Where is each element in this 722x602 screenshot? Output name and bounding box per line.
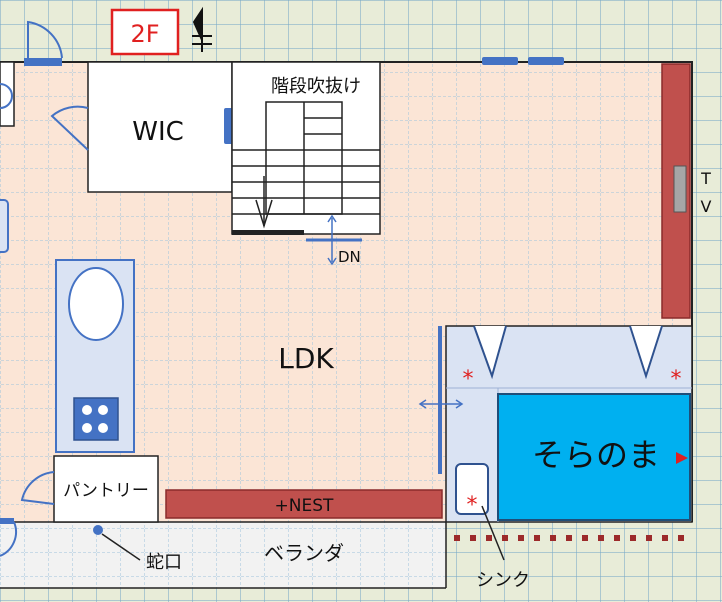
- veranda-door-icon: [0, 521, 17, 557]
- left-room: [0, 61, 15, 253]
- floor-label: 2F: [130, 20, 159, 48]
- veranda-floor: [0, 521, 447, 589]
- sink-fixture-icon: [455, 463, 489, 515]
- faucet-icon: [93, 525, 103, 535]
- outlet-marker-icon: *: [671, 367, 682, 392]
- stairs-down-indicator: DN: [306, 214, 362, 266]
- stove-icon: [73, 397, 119, 441]
- wic-swing-door-icon: [50, 105, 89, 151]
- stair-void-label: 階段吹抜け: [271, 76, 361, 97]
- wic-label: WIC: [132, 117, 184, 147]
- soranoma-room: [497, 393, 691, 521]
- pantry-label: パントリー: [63, 481, 149, 501]
- light-icon: [629, 325, 663, 380]
- kitchen-counter: [55, 259, 135, 453]
- faucet-label: 蛇口: [146, 552, 182, 573]
- tv-icon: [673, 165, 687, 213]
- tv-label-v: V: [701, 197, 712, 216]
- tv-label-t: T: [700, 169, 711, 188]
- pantry-room: パントリー: [0, 455, 159, 557]
- faucet: 蛇口: [93, 525, 182, 573]
- outlet-marker-icon: *: [467, 493, 478, 518]
- sink-label: シンク: [476, 570, 530, 591]
- stairs-down-label: DN: [338, 248, 361, 266]
- north-compass-icon: [192, 6, 212, 52]
- veranda-label: ベランダ: [264, 541, 344, 565]
- stairs-icon: [232, 101, 380, 229]
- window-icon: [482, 57, 518, 65]
- soranoma-area: * * そらのま *: [445, 325, 693, 523]
- left-window-icon: [0, 199, 9, 253]
- entry-door-icon: [24, 20, 63, 66]
- ldk-label: LDK: [278, 342, 334, 375]
- kitchen-sink-icon: [68, 267, 124, 341]
- tv-wall: T V: [661, 63, 712, 319]
- floor-label-box: 2F: [110, 8, 180, 56]
- stair-void: 階段吹抜け: [231, 61, 381, 235]
- sink-callout: シンク: [476, 505, 530, 591]
- light-icon: [473, 325, 507, 380]
- outlet-marker-icon: *: [463, 367, 474, 392]
- soranoma-label: そらのま: [532, 436, 660, 474]
- window-icon: [528, 57, 564, 65]
- sliding-partition: [418, 326, 464, 474]
- pantry-door-icon: [20, 471, 55, 505]
- nest-label: +NEST: [275, 496, 334, 516]
- arrow-right-icon: [676, 452, 688, 464]
- nest-counter: +NEST: [165, 489, 443, 519]
